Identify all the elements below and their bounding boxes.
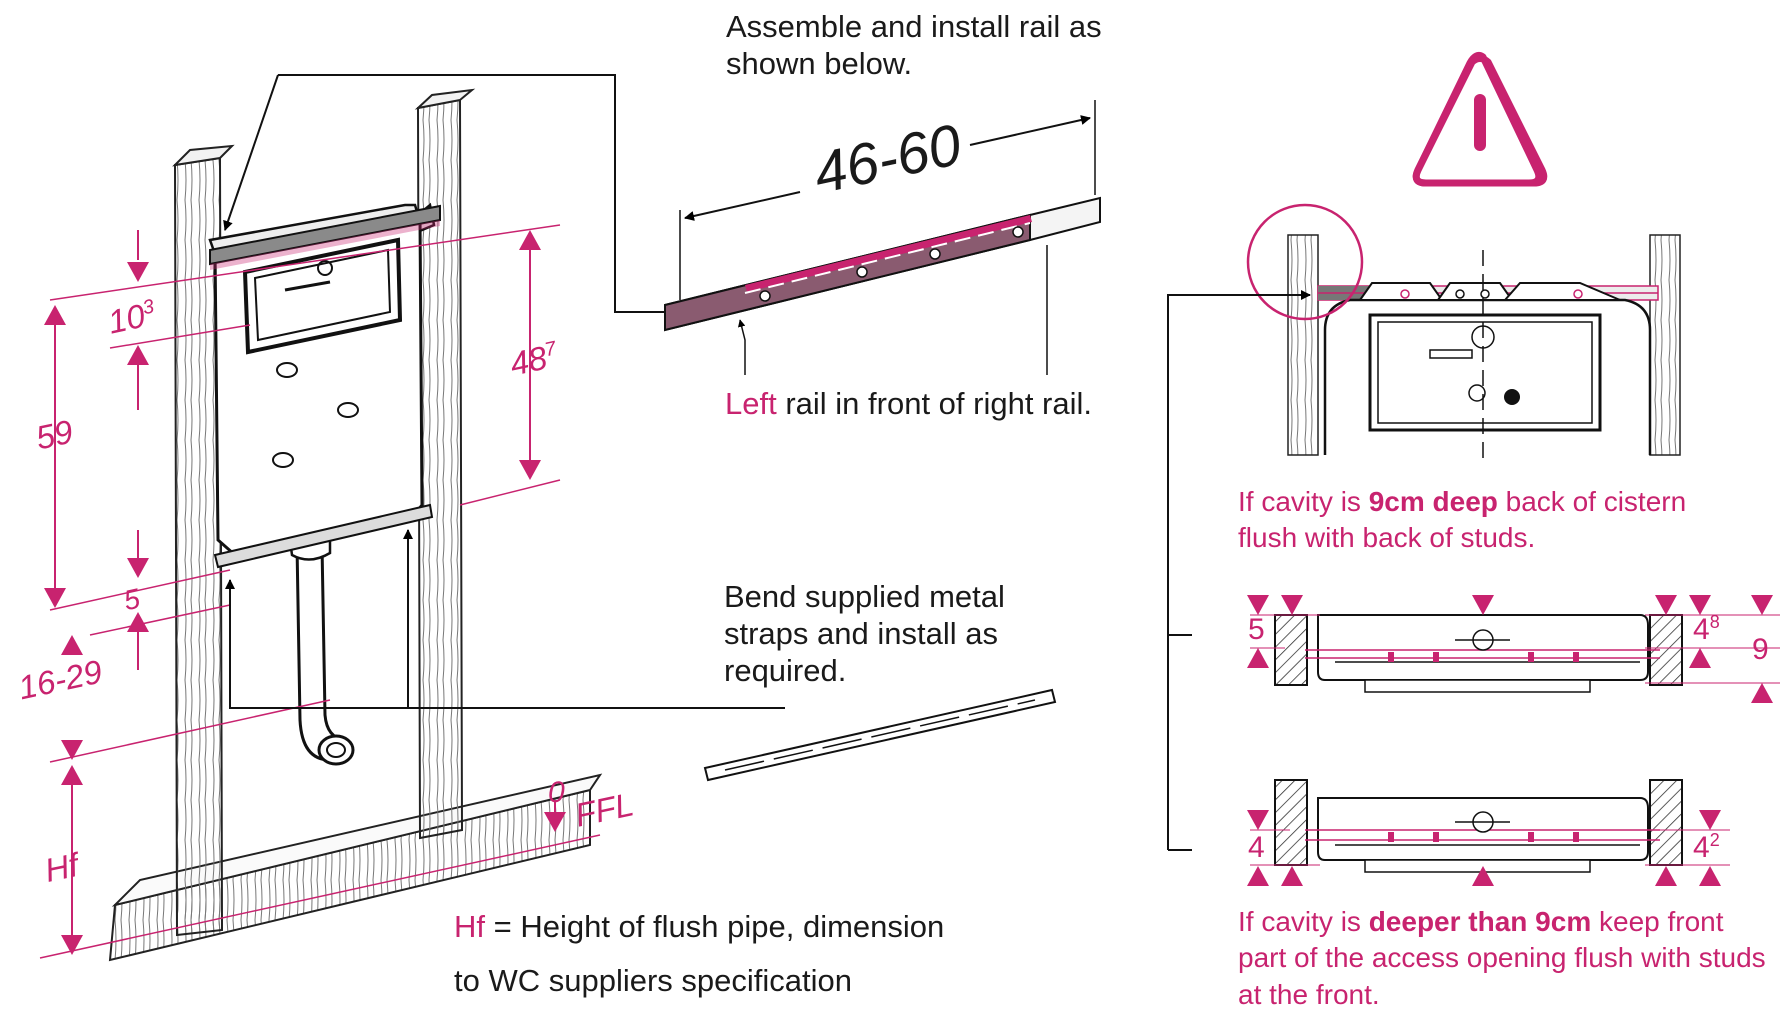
plan-view-9cm: [1247, 595, 1780, 703]
cavity-deeper-right-gap: 42: [1693, 830, 1720, 866]
timber-frame: [108, 88, 603, 962]
cavity-9-right-gap: 48: [1693, 612, 1720, 648]
cavity-9-pre: If cavity is: [1238, 486, 1369, 517]
cavity-9-right-sup: 8: [1709, 612, 1720, 632]
rail-detail: [664, 100, 1101, 375]
cavity-deeper-note: If cavity is deeper than 9cm keep front …: [1238, 904, 1768, 1013]
cavity-deeper-post: keep front part of the access opening fl…: [1238, 906, 1766, 1010]
cavity-9-depth: 9: [1752, 633, 1769, 666]
cavity-deeper-pre: If cavity is: [1238, 906, 1369, 937]
rail-order-note: Left rail in front of right rail.: [725, 385, 1092, 422]
callout-lines: [223, 74, 785, 709]
left-dimension-arrows: [44, 230, 566, 955]
ffl-zero-label: 0: [548, 776, 565, 809]
cavity-9-note: If cavity is 9cm deep back of cistern fl…: [1238, 484, 1718, 557]
cavity-9-bold: 9cm deep: [1368, 486, 1498, 517]
plan-view-deeper: [1247, 779, 1730, 886]
straps-note: Bend supplied metal straps and install a…: [724, 579, 1005, 689]
hf-note-rest: = Height of flush pipe, dimension: [485, 909, 945, 944]
cavity-9-post: back of cistern flush with back of studs…: [1238, 486, 1687, 554]
cavity-deeper-right-base: 4: [1693, 831, 1710, 864]
rail-order-rest: rail in front of right rail.: [776, 386, 1093, 421]
bottom-rail: [213, 503, 434, 569]
cavity-deeper-right-sup: 2: [1709, 830, 1720, 850]
hf-note-line1: Hf = Height of flush pipe, dimension: [454, 908, 944, 945]
rail-assemble-note: Assemble and install rail as shown below…: [726, 9, 1102, 82]
hf-note-line2: to WC suppliers specification: [454, 963, 852, 998]
cavity-9-left-gap: 5: [1248, 613, 1265, 646]
cavity-9-right-base: 4: [1693, 613, 1710, 646]
hf-key: Hf: [454, 909, 485, 944]
metal-strap: [703, 688, 1057, 782]
cistern-front-view: [1167, 203, 1681, 851]
warning-triangle-icon: [1412, 52, 1548, 187]
cavity-deeper-bold: deeper than 9cm: [1368, 906, 1592, 937]
top-rail: [209, 204, 441, 270]
cavity-deeper-left-gap: 4: [1248, 831, 1265, 864]
rail-left-word: Left: [725, 386, 777, 421]
left-dimension-lines: [39, 224, 601, 959]
dim-59-label: 59: [32, 412, 77, 457]
cistern: [208, 202, 436, 766]
